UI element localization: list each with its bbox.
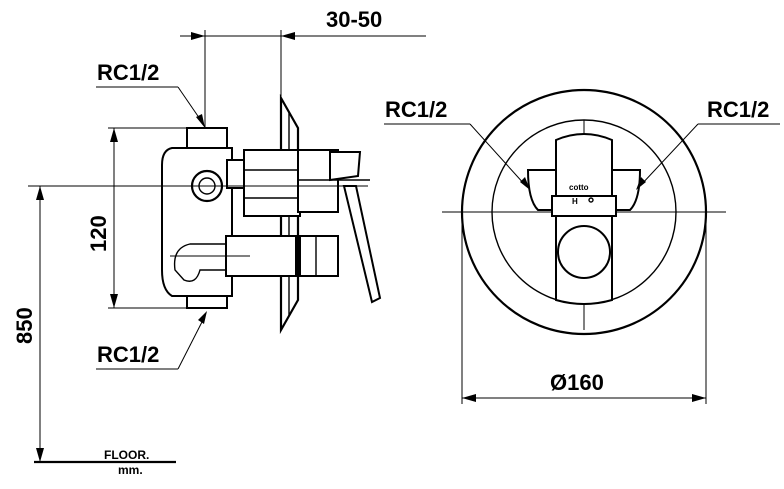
- top-inlet-leader: RC1/2: [96, 60, 205, 128]
- front-view: cotto H RC1/2 RC1/2 Ø160: [384, 88, 780, 404]
- floor: FLOOR. mm.: [34, 448, 176, 477]
- side-centerlines: [170, 185, 368, 257]
- brand-mark: cotto: [569, 183, 589, 192]
- handle-side: [297, 149, 382, 304]
- diameter-dimension: Ø160: [461, 212, 707, 404]
- svg-text:H: H: [572, 197, 578, 206]
- bottom-inlet-leader: RC1/2: [96, 311, 207, 370]
- height-dimension: 850: [12, 185, 170, 462]
- height-label: 850: [12, 307, 37, 344]
- depth-label: 30-50: [326, 7, 382, 32]
- valve-body: [161, 127, 339, 309]
- unit-label: mm.: [118, 463, 143, 477]
- diameter-label: Ø160: [550, 370, 604, 395]
- top-inlet-label: RC1/2: [97, 60, 159, 85]
- spacing-label: 120: [86, 215, 111, 252]
- bottom-inlet-label: RC1/2: [97, 342, 159, 367]
- front-left-leader: RC1/2: [384, 97, 530, 190]
- front-right-leader: RC1/2: [636, 97, 780, 190]
- depth-dimension: 30-50: [180, 7, 426, 130]
- front-right-inlet-label: RC1/2: [707, 97, 769, 122]
- front-left-inlet-label: RC1/2: [385, 97, 447, 122]
- handle-front: cotto H: [526, 133, 642, 305]
- spacing-dimension: 120: [86, 127, 205, 309]
- floor-label: FLOOR.: [104, 448, 149, 462]
- side-view: 30-50 RC1/2: [12, 7, 426, 477]
